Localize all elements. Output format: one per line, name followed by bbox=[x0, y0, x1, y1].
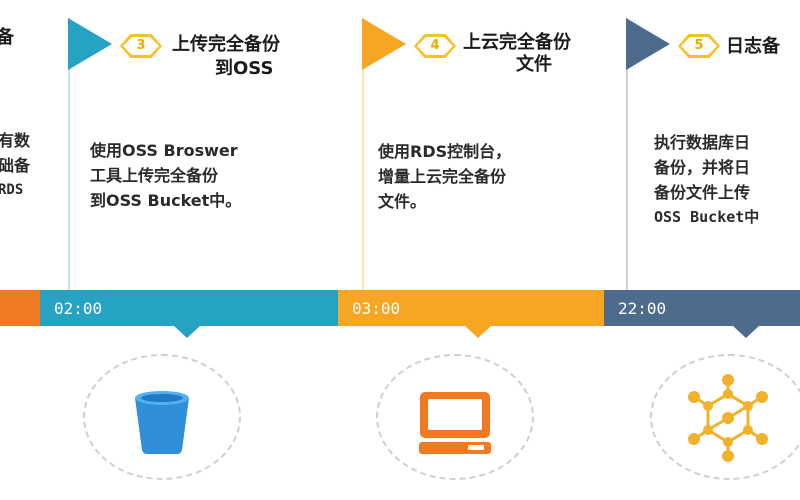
computer-icon bbox=[419, 392, 491, 454]
step-2-title-fragment: 备 bbox=[0, 27, 14, 48]
step-3-desc-line-1: 使用OSS Broswer bbox=[90, 141, 238, 160]
step-5-desc-line-2: 备份，并将日 bbox=[654, 158, 751, 177]
step-3-pointer bbox=[174, 326, 200, 338]
step-3-icon-circle bbox=[83, 354, 241, 480]
step-4-time: 03:00 bbox=[352, 299, 401, 318]
step-5-icon-circle bbox=[650, 354, 800, 480]
step-3-number-badge: 3 bbox=[120, 34, 162, 58]
step-3-divider bbox=[68, 18, 70, 290]
step-4-desc-line-3: 文件。 bbox=[378, 192, 427, 211]
step-4-title-line-2: 文件 bbox=[516, 54, 552, 75]
step-5-number-badge: 5 bbox=[678, 34, 720, 58]
step-5-time: 22:00 bbox=[618, 299, 667, 318]
step-3-flag bbox=[68, 18, 112, 70]
step-3-number: 3 bbox=[123, 37, 159, 55]
step-4-desc-line-2: 增量上云完全备份 bbox=[378, 167, 507, 186]
step-2-desc-line-3: RDS bbox=[0, 182, 24, 198]
timeline-segment-step-5: 22:00 bbox=[604, 290, 800, 326]
step-5-pointer bbox=[733, 326, 759, 338]
step-2-desc-line-1: 有数 bbox=[0, 131, 31, 150]
step-3-desc-line-3: 到OSS Bucket中。 bbox=[90, 191, 242, 210]
timeline-segment-step-4: 03:00 bbox=[338, 290, 604, 326]
step-4-number-badge: 4 bbox=[414, 34, 456, 58]
step-4-desc-line-1: 使用RDS控制台， bbox=[378, 142, 512, 161]
step-4-title-line-1: 上云完全备份 bbox=[463, 32, 571, 53]
timeline-segment-step-3: 02:00 bbox=[40, 290, 338, 326]
step-3-title-line-2: 到OSS bbox=[215, 58, 274, 79]
step-3-desc-line-2: 工具上传完全备份 bbox=[90, 166, 219, 185]
network-icon bbox=[688, 374, 768, 462]
step-5-flag bbox=[626, 18, 670, 70]
step-2-desc-line-2: 础备 bbox=[0, 156, 31, 175]
step-5-desc-line-4: OSS Bucket中 bbox=[654, 208, 760, 226]
step-5-desc-line-1: 执行数据库日 bbox=[654, 133, 751, 152]
bucket-icon bbox=[135, 391, 189, 454]
step-5-number: 5 bbox=[681, 37, 717, 55]
step-5-title-line-1: 日志备 bbox=[726, 36, 780, 57]
step-4-divider bbox=[362, 18, 364, 290]
step-3-title-line-1: 上传完全备份 bbox=[172, 34, 280, 55]
step-4-icon-circle bbox=[376, 354, 534, 480]
step-4-number: 4 bbox=[417, 37, 453, 55]
timeline-segment-previous bbox=[0, 290, 40, 326]
step-5-divider bbox=[626, 18, 628, 290]
step-3-time: 02:00 bbox=[54, 299, 103, 318]
step-5-desc-line-3: 备份文件上传 bbox=[654, 183, 751, 202]
step-4-flag bbox=[362, 18, 406, 70]
step-4-pointer bbox=[465, 326, 491, 338]
